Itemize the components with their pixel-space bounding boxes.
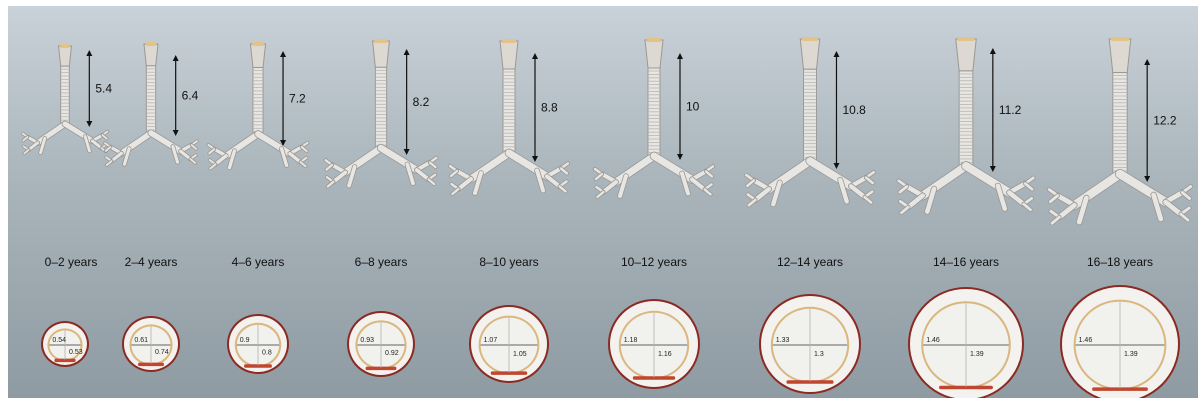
length-value: 6.4 xyxy=(182,89,199,103)
coronal-value: 0.74 xyxy=(155,349,169,356)
cross-section: 1.46 1.39 xyxy=(908,287,1024,398)
cross-section: 0.93 0.92 xyxy=(347,311,415,377)
trachea-illustration xyxy=(746,37,873,205)
coronal-value: 1.3 xyxy=(814,351,824,358)
age-label: 14–16 years xyxy=(933,255,999,269)
larynx-top xyxy=(647,38,661,42)
length-value: 5.4 xyxy=(95,82,112,96)
cross-section: 0.61 0.74 xyxy=(122,316,180,372)
larynx-top xyxy=(502,39,516,43)
length-value: 11.2 xyxy=(999,103,1022,117)
length-value: 7.2 xyxy=(289,92,306,106)
sagittal-value: 0.54 xyxy=(52,337,66,344)
figure-panel: 5.4 6.4 7.2 8.2 8.8 10 10.8 11.2 12.2 0–2 years 2… xyxy=(8,6,1198,398)
larynx xyxy=(59,46,72,66)
cross-section: 1.33 1.3 xyxy=(759,294,861,394)
cross-section: 1.46 1.39 xyxy=(1060,285,1180,398)
larynx-top xyxy=(61,44,70,48)
coronal-value: 1.16 xyxy=(658,351,672,358)
sagittal-value: 0.9 xyxy=(240,337,250,344)
trachea-tube xyxy=(61,66,70,124)
age-label: 16–18 years xyxy=(1087,255,1153,269)
age-label: 4–6 years xyxy=(232,255,285,269)
trachea-illustration xyxy=(595,38,713,197)
coronal-value: 0.8 xyxy=(262,349,272,356)
trachea-illustration xyxy=(450,39,568,194)
age-label: 2–4 years xyxy=(125,255,178,269)
trachea-illustration xyxy=(899,37,1034,213)
age-label: 10–12 years xyxy=(621,255,687,269)
length-value: 8.2 xyxy=(413,95,430,109)
larynx-top xyxy=(252,42,263,46)
coronal-value: 1.39 xyxy=(1124,351,1138,358)
length-value: 12.2 xyxy=(1153,114,1177,128)
cross-section: 0.9 0.8 xyxy=(227,314,289,374)
age-label: 8–10 years xyxy=(479,255,538,269)
larynx-top xyxy=(146,42,156,46)
coronal-value: 0.53 xyxy=(69,349,83,356)
trachea-illustration xyxy=(326,39,437,187)
larynx-top xyxy=(1111,37,1129,41)
larynx xyxy=(250,44,265,68)
airway-growth-figure: 5.4 6.4 7.2 8.2 8.8 10 10.8 11.2 12.2 0–2 years 2… xyxy=(8,6,1198,398)
cross-section: 1.18 1.16 xyxy=(608,299,700,389)
length-value: 8.8 xyxy=(541,101,558,115)
trachea-illustration xyxy=(1049,37,1191,223)
larynx xyxy=(800,39,819,69)
sagittal-value: 0.93 xyxy=(360,337,374,344)
coronal-value: 1.05 xyxy=(513,351,527,358)
sagittal-value: 1.33 xyxy=(776,337,790,344)
larynx xyxy=(373,41,390,67)
sagittal-value: 1.18 xyxy=(624,337,638,344)
length-value: 10 xyxy=(686,100,700,114)
larynx xyxy=(500,41,518,69)
sagittal-value: 1.07 xyxy=(484,337,498,344)
trachea-illustration xyxy=(23,44,108,154)
sagittal-value: 1.46 xyxy=(926,337,940,344)
larynx-top xyxy=(958,37,975,41)
age-label: 12–14 years xyxy=(777,255,843,269)
age-label: 0–2 years xyxy=(45,255,98,269)
cross-section: 0.540.53 xyxy=(41,321,89,367)
sagittal-value: 0.61 xyxy=(134,337,148,344)
larynx-top xyxy=(802,37,817,41)
cross-section: 1.07 1.05 xyxy=(469,305,549,383)
age-label: 6–8 years xyxy=(355,255,408,269)
larynx xyxy=(645,40,663,68)
larynx xyxy=(144,44,158,66)
length-value: 10.8 xyxy=(842,103,866,117)
larynx xyxy=(956,39,977,71)
coronal-value: 0.92 xyxy=(385,350,399,357)
larynx-top xyxy=(375,39,388,43)
trachea-illustration xyxy=(105,42,197,165)
sagittal-value: 1.46 xyxy=(1079,337,1093,344)
coronal-value: 1.39 xyxy=(970,351,984,358)
larynx xyxy=(1109,39,1131,73)
